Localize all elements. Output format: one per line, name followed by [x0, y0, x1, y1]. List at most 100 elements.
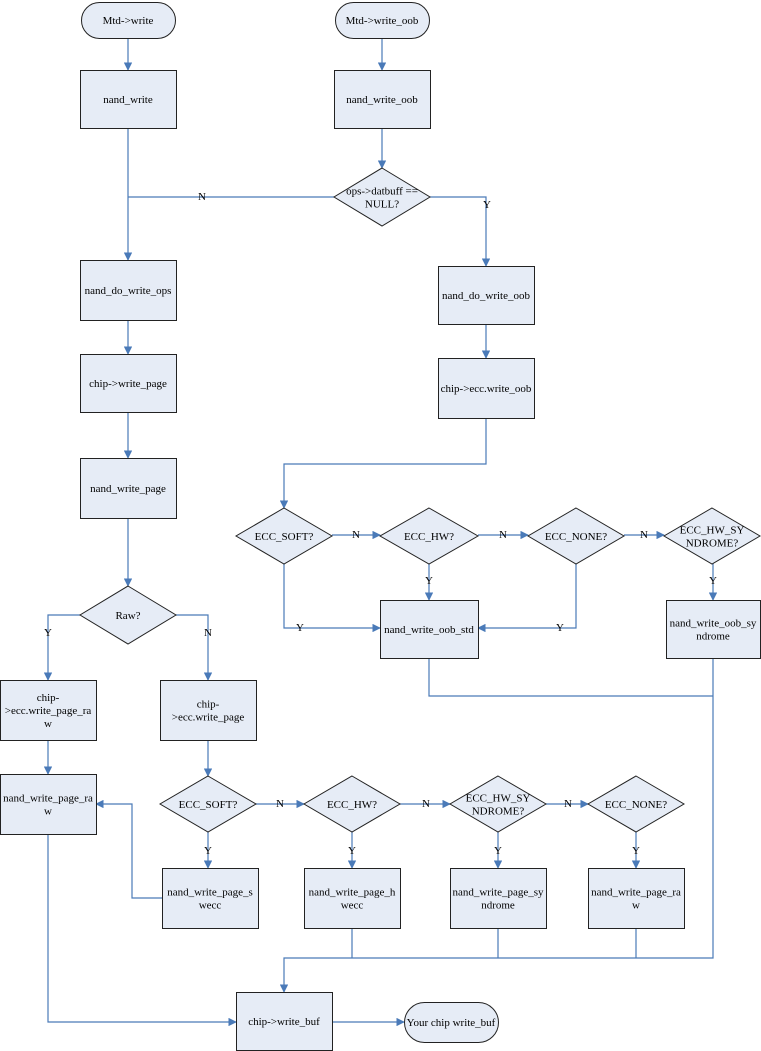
node-label: ECC_HW_SY — [680, 525, 745, 537]
node-shape-rect — [0, 680, 97, 741]
node-shape-diamond — [235, 507, 333, 565]
node-label: ECC_HW_SY — [466, 793, 531, 805]
node-nand-do-write-oob: nand_do_write_oob — [438, 266, 535, 325]
node-shape-rect — [236, 992, 333, 1051]
node-shape-rect — [80, 458, 177, 519]
edge-label-page-soft-yes: Y — [204, 845, 212, 857]
node-your-chip-write-buf: Your chip write_buf — [404, 1002, 499, 1043]
node-label: nand_write_page — [90, 483, 166, 495]
node-shape-diamond — [303, 775, 401, 833]
node-shape-rect — [80, 70, 177, 129]
node-label: Raw? — [115, 610, 140, 622]
node-label: NDROME? — [472, 806, 525, 818]
node-shape-diamond — [333, 167, 431, 227]
node-label: NDROME? — [686, 538, 739, 550]
edge-merge-line — [279, 957, 636, 993]
node-label: nand_write — [103, 94, 153, 106]
edge-oobsoft-std — [283, 563, 381, 633]
node-nand-write-page: nand_write_page — [80, 458, 177, 519]
node-label: ECC_HW? — [404, 531, 454, 543]
edge-swecc-nandraw — [95, 799, 162, 899]
node-label: ECC_HW? — [327, 799, 377, 811]
node-chip-write-buf: chip->write_buf — [236, 992, 333, 1051]
node-label: ndrome — [481, 900, 515, 912]
node-shape-rect — [438, 358, 535, 419]
edge-datbuff-yes — [430, 196, 491, 267]
edge-label-oob-none-no: N — [640, 529, 648, 541]
node-label: nand_do_write_ops — [85, 285, 172, 297]
node-shape-term — [404, 1002, 499, 1043]
node-nand-write-oob-std: nand_write_oob_std — [380, 600, 479, 659]
node-datbuff-null: ops->datbuff ==NULL? — [333, 167, 431, 227]
node-label: nand_write_page_sy — [452, 887, 544, 899]
node-label: Mtd->write_oob — [346, 15, 419, 27]
node-shape-rect — [438, 266, 535, 325]
edge-raw-no — [176, 614, 213, 681]
edge-nandraw-writebuf — [47, 834, 237, 1027]
edge-label-oob-soft-yes: Y — [296, 622, 304, 634]
node-oob-ecc-hw: ECC_HW? — [378, 507, 480, 565]
edge-label-page-soft-no: N — [276, 798, 284, 810]
node-nand-write-oob: nand_write_oob — [334, 70, 431, 129]
node-label: nand_do_write_oob — [442, 290, 530, 302]
edge-label-oob-none-yes: Y — [556, 622, 564, 634]
edge-label-page-hw-yes: Y — [348, 845, 356, 857]
node-label: nand_write_page_ra — [3, 793, 93, 805]
node-label: ECC_SOFT? — [179, 799, 238, 811]
node-oob-ecc-soft: ECC_SOFT? — [235, 507, 333, 565]
node-oob-ecc-none: ECC_NONE? — [527, 507, 625, 565]
node-page-ecc-hw: ECC_HW? — [303, 775, 401, 833]
node-label: nand_write_oob_std — [384, 624, 474, 636]
node-shape-rect — [160, 680, 257, 741]
node-label: nand_write_page_ra — [591, 887, 681, 899]
node-label: chip->ecc.write_oob — [441, 383, 532, 395]
node-label: nand_write_oob — [346, 94, 418, 106]
node-label: w — [44, 806, 52, 818]
node-page-ecc-none: ECC_NONE? — [587, 775, 685, 833]
node-label: Mtd->write — [103, 15, 154, 27]
node-label: nand_write_page_s — [167, 887, 253, 899]
node-shape-rect — [0, 774, 97, 835]
node-shape-rect — [162, 868, 259, 929]
node-label: chip- — [197, 699, 220, 711]
node-shape-term — [335, 2, 430, 39]
node-label: chip->write_buf — [248, 1016, 320, 1028]
node-label: nand_write_oob_sy — [670, 618, 757, 630]
node-label: wecc — [199, 900, 222, 912]
node-label: ECC_SOFT? — [255, 531, 314, 543]
node-shape-rect — [588, 868, 685, 929]
edge-label-oob-hw-yes: Y — [425, 575, 433, 587]
edge-label-datbuff-yes: Y — [483, 199, 491, 211]
node-label: >ecc.write_page_ra — [5, 705, 92, 717]
node-shape-diamond — [79, 585, 177, 645]
node-raw-decision: Raw? — [79, 585, 177, 645]
edge-label-oob-syn-yes: Y — [709, 575, 717, 587]
node-shape-rect — [450, 868, 547, 929]
node-nand-write-page-raw-left: nand_write_page_raw — [0, 774, 97, 835]
node-chip-ecc-write-oob: chip->ecc.write_oob — [438, 358, 535, 419]
node-label: nand_write_page_h — [309, 887, 396, 899]
edge-oobnone-std — [477, 563, 577, 633]
edge-syndrome-merge — [636, 658, 714, 959]
edge-raw-yes — [43, 614, 80, 681]
node-shape-diamond — [449, 775, 547, 833]
node-mtd-write-oob: Mtd->write_oob — [335, 2, 430, 39]
node-mtd-write: Mtd->write — [81, 2, 176, 39]
node-nand-write-page-raw-right: nand_write_page_raw — [588, 868, 685, 929]
edge-label-page-none-yes: Y — [632, 845, 640, 857]
node-label: chip->write_page — [89, 378, 167, 390]
node-label: Your chip write_buf — [407, 1017, 496, 1029]
node-shape-rect — [304, 868, 401, 929]
node-shape-rect — [334, 70, 431, 129]
edge-label-datbuff-no: N — [198, 191, 206, 203]
node-label: NULL? — [365, 199, 399, 211]
node-page-ecc-soft: ECC_SOFT? — [159, 775, 257, 833]
node-nand-do-write-ops: nand_do_write_ops — [80, 260, 177, 321]
node-shape-rect — [666, 600, 761, 659]
